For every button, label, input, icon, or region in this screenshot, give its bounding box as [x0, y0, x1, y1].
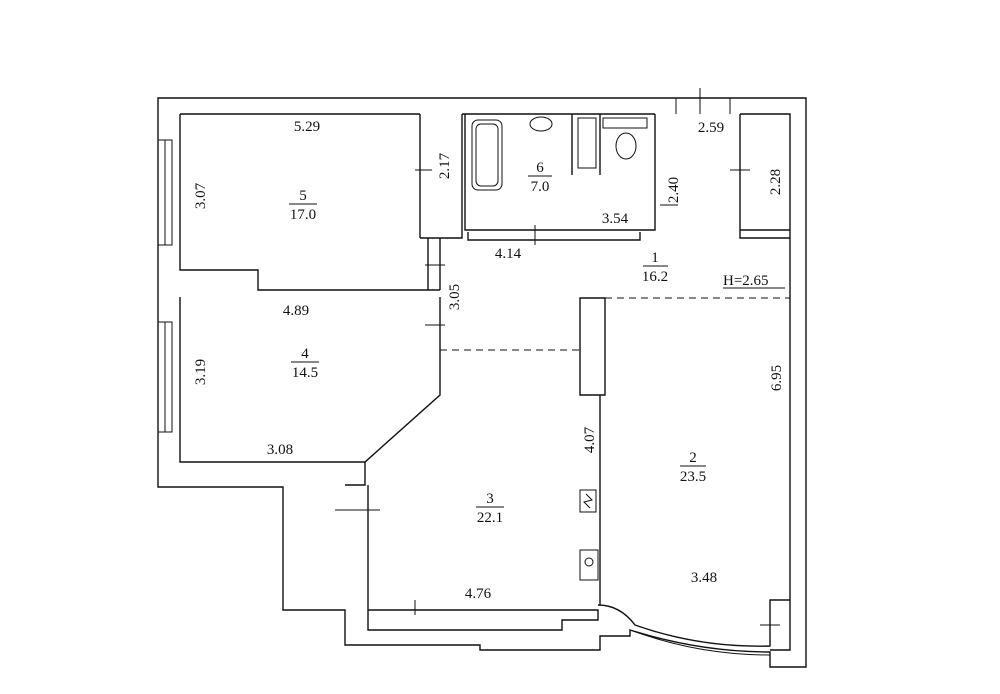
shower-panel-icon — [577, 117, 597, 169]
sink-drain-icon — [584, 557, 594, 567]
window-hall — [675, 88, 731, 114]
ceiling-height-label: H=2.65 — [723, 273, 769, 289]
dim-hall-left: 2.40 — [666, 177, 682, 203]
room-area: 23.5 — [680, 469, 706, 485]
dim-room3-right: 4.07 — [582, 426, 598, 453]
room-3-label: 3 22.1 — [476, 491, 504, 526]
dim-room3-bottom: 4.76 — [465, 586, 492, 602]
room-number: 4 — [301, 346, 309, 362]
room-number: 6 — [536, 160, 544, 176]
dim-hall-top: 2.59 — [698, 120, 724, 136]
room-area: 16.2 — [642, 269, 668, 285]
room2-divider — [579, 297, 606, 605]
room-5-label: 5 17.0 — [289, 188, 317, 223]
room-6-label: 6 7.0 — [528, 160, 552, 195]
dim-room4-top: 4.89 — [283, 303, 309, 319]
corridor-walls — [420, 238, 441, 291]
window-room4 — [158, 321, 173, 433]
dim-room2-bottom: 3.48 — [691, 570, 717, 586]
balcony-arc — [597, 599, 790, 647]
dim-corridor-width: 3.05 — [447, 284, 463, 310]
room-4-label: 4 14.5 — [291, 346, 319, 381]
dimension-ticks — [335, 169, 780, 626]
lightning-icon — [583, 493, 593, 509]
right-closet-walls — [739, 114, 790, 239]
dimension-labels: 5.29 3.07 2.17 3.54 2.59 2.40 2.28 4.14 … — [193, 119, 785, 602]
room-2-label: 2 23.5 — [680, 450, 706, 485]
room-number: 2 — [689, 450, 697, 466]
balcony-arc-inner — [635, 631, 771, 656]
room-area: 14.5 — [292, 365, 318, 381]
window-room5 — [158, 139, 173, 246]
interior-walls — [345, 114, 790, 656]
toilet-tank-icon — [602, 117, 648, 129]
room3-lower-walls — [345, 462, 599, 631]
room-1-label: 1 16.2 — [642, 250, 668, 285]
fixtures — [471, 116, 648, 581]
dim-corridor-length: 4.14 — [495, 246, 522, 262]
room-number: 5 — [299, 188, 307, 204]
bathroom-walls — [464, 114, 656, 241]
bathtub-inner-icon — [475, 123, 499, 187]
outer-wall-inner-line — [180, 113, 791, 651]
dim-room4-left: 3.19 — [193, 359, 209, 385]
dim-room4-bottom: 3.08 — [267, 442, 293, 458]
washbasin-icon — [529, 116, 553, 132]
left-inner-wall — [179, 114, 441, 463]
closet-walls — [419, 114, 463, 290]
toilet-icon — [615, 132, 637, 160]
dim-room5-top: 5.29 — [294, 119, 320, 135]
dim-room5-left: 3.07 — [193, 182, 209, 209]
outer-wall-outline — [157, 97, 807, 668]
room-area: 17.0 — [290, 207, 316, 223]
room-number: 1 — [651, 250, 659, 266]
room-number: 3 — [486, 491, 494, 507]
dim-room6-bottom: 3.54 — [602, 211, 629, 227]
dim-closet-right: 2.28 — [768, 169, 784, 195]
dim-room2-right: 6.95 — [769, 365, 785, 391]
room-area: 22.1 — [477, 510, 503, 526]
dim-closet-depth: 2.17 — [437, 152, 453, 179]
room-area: 7.0 — [531, 179, 550, 195]
